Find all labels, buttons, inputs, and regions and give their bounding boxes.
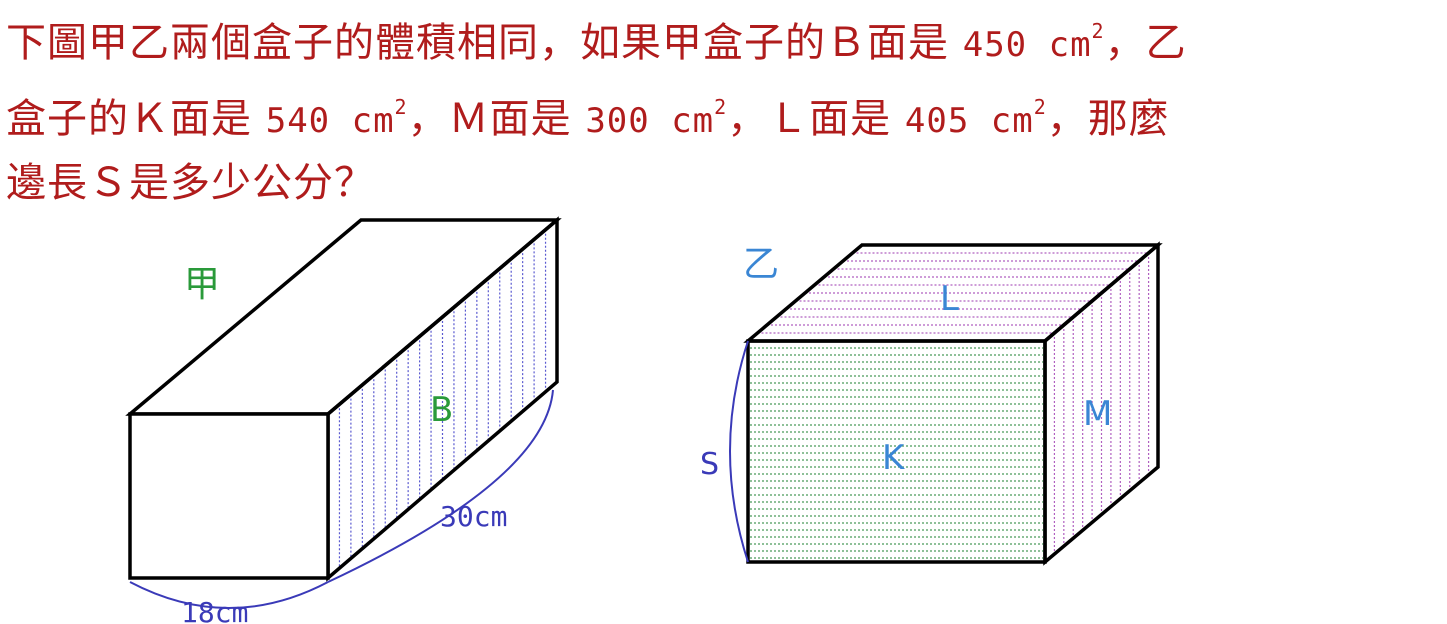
question-fragment: ，Ｍ面是 [407,96,586,142]
box-jia-front-face [128,412,330,580]
face-L-label: L [940,279,959,319]
area-value-L: 405 cm [904,101,1034,141]
edge-S-label: S [700,447,719,482]
face-M-label: M [1083,394,1112,434]
superscript: 2 [1091,19,1105,43]
area-value-K: 540 cm [265,101,395,141]
box-jia: 甲 B 30cm 18cm [125,216,562,624]
edge-S-arc [729,340,749,563]
question-fragment: ，那麼 [1046,96,1170,142]
question-fragment: 盒子的Ｋ面是 [6,96,266,142]
face-B-label: B [430,390,453,430]
question-line-1: 下圖甲乙兩個盒子的體積相同，如果甲盒子的Ｂ面是 450 cm2，乙 [6,0,1446,76]
superscript: 2 [714,95,728,119]
question-fragment: ，乙 [1104,20,1187,66]
length-arc [327,389,554,583]
length-label: 30cm [440,500,507,533]
width-arc [129,581,329,609]
face-M-hatching [1053,253,1150,554]
face-K-hatching [750,347,1043,559]
area-value-B: 450 cm [962,25,1092,65]
superscript: 2 [394,95,408,119]
box-yi-name: 乙 [743,244,779,285]
box-jia-name: 甲 [184,264,220,305]
box-yi: 乙 L K M S [700,241,1163,566]
question-line-2: 盒子的Ｋ面是 540 cm2，Ｍ面是 300 cm2，Ｌ面是 405 cm2，那… [6,76,1446,152]
face-B-hatching [338,229,547,569]
question-line-3: 邊長Ｓ是多少公分？ [6,160,375,206]
box-jia-top-face [125,218,562,416]
box-yi-front-face [746,339,1047,564]
width-label: 18cm [181,596,248,624]
face-L-hatching [757,252,1149,334]
superscript: 2 [1033,95,1047,119]
area-value-M: 300 cm [585,101,715,141]
question-fragment: ，Ｌ面是 [727,96,905,142]
question-text: 下圖甲乙兩個盒子的體積相同，如果甲盒子的Ｂ面是 450 cm2，乙 盒子的Ｋ面是… [6,0,1446,214]
face-K-label: K [882,438,906,478]
question-fragment: 下圖甲乙兩個盒子的體積相同，如果甲盒子的Ｂ面是 [6,20,963,66]
